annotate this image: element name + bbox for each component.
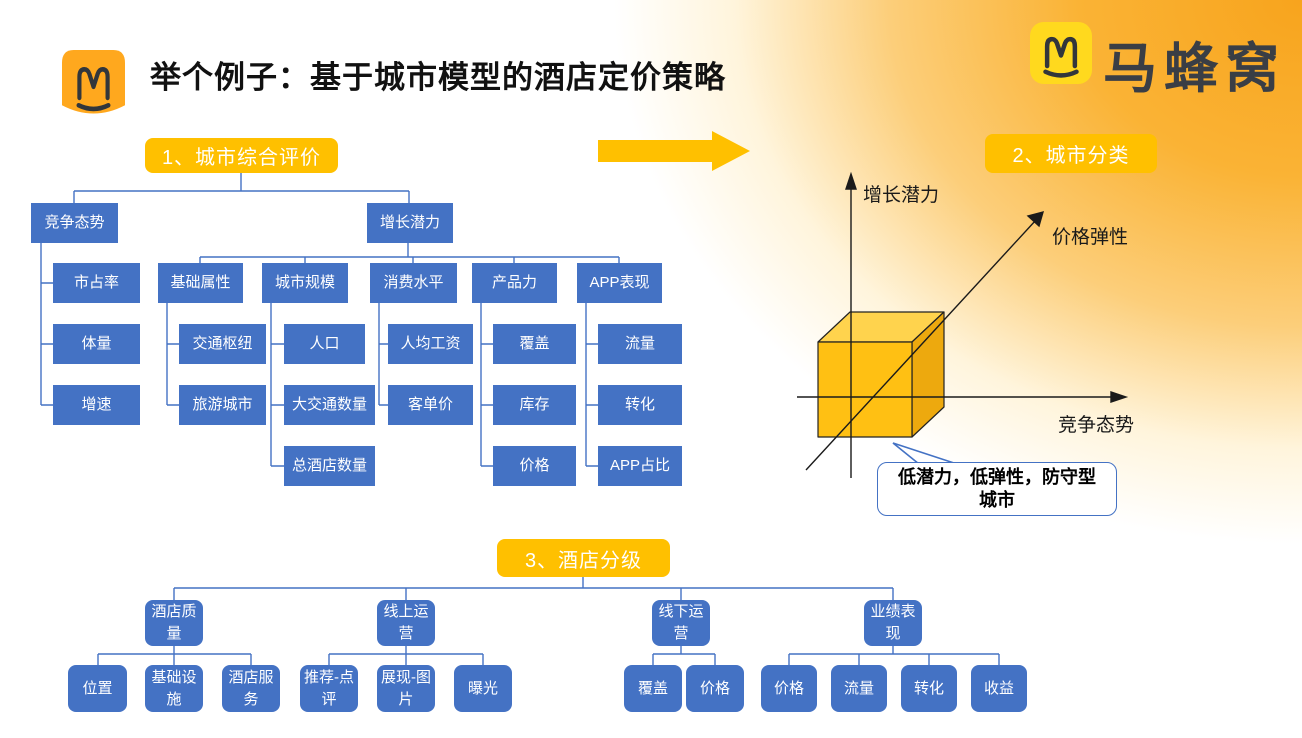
tree1-node-hotel-count: 总酒店数量	[284, 446, 375, 486]
brand-name: 马蜂窝	[1103, 39, 1286, 99]
tree3-node-quality: 酒店质量	[145, 600, 203, 646]
tree1-node-consumption: 消费水平	[370, 263, 457, 303]
tree1-node-product: 产品力	[472, 263, 557, 303]
tree1-node-population: 人口	[284, 324, 365, 364]
tree3-node-perf-conversion: 转化	[901, 665, 957, 712]
tree3-node-perf-revenue: 收益	[971, 665, 1027, 712]
callout-line1: 低潜力，低弹性，防守型	[898, 466, 1096, 487]
tree3-node-price: 价格	[686, 665, 744, 712]
tree1-node-volume: 体量	[53, 324, 140, 364]
tree1-node-app-share: APP占比	[598, 446, 682, 486]
page-title: 举个例子：基于城市模型的酒店定价策略	[150, 60, 726, 95]
callout-line2: 城市	[979, 490, 1015, 510]
tree3-node-performance: 业绩表现	[864, 600, 922, 646]
mafengwo-square-logo-icon	[1030, 22, 1092, 84]
section1-title-badge: 1、城市综合评价	[145, 138, 338, 173]
tree1-node-growth: 增长潜力	[367, 203, 453, 243]
tree3-node-facility: 基础设施	[145, 665, 203, 712]
tree1-node-coverage: 覆盖	[493, 324, 576, 364]
tree3-node-perf-traffic: 流量	[831, 665, 887, 712]
tree1-node-traffic: 流量	[598, 324, 682, 364]
tree3-node-review: 推荐-点评	[300, 665, 358, 712]
tree1-node-app: APP表现	[577, 263, 662, 303]
cube-right-face	[911, 311, 945, 438]
section2-title-badge: 2、城市分类	[985, 134, 1157, 173]
tree1-node-transport-hub: 交通枢纽	[179, 324, 266, 364]
tree1-node-tourism-city: 旅游城市	[179, 385, 266, 425]
z-axis	[805, 219, 1037, 471]
tree3-node-display: 展现-图片	[377, 665, 435, 712]
mafengwo-banner-logo-icon	[62, 50, 125, 114]
tree1-node-growth-rate: 增速	[53, 385, 140, 425]
tree3-node-coverage: 覆盖	[624, 665, 682, 712]
tree1-node-competition: 竞争态势	[31, 203, 118, 243]
tree1-node-transport-count: 大交通数量	[284, 385, 375, 425]
cube-top-face	[817, 311, 945, 343]
tree1-node-avg-salary: 人均工资	[388, 324, 473, 364]
tree3-node-offline: 线下运营	[652, 600, 710, 646]
section3-title-badge: 3、酒店分级	[497, 539, 670, 577]
axis-label-growth: 增长潜力	[863, 185, 940, 206]
tree1-node-price: 价格	[493, 446, 576, 486]
axis-label-elasticity: 价格弹性	[1052, 227, 1129, 248]
tree3-node-location: 位置	[68, 665, 127, 712]
tree3-node-exposure: 曝光	[454, 665, 512, 712]
tree1-node-market-share: 市占率	[53, 263, 140, 303]
tree1-node-inventory: 库存	[493, 385, 576, 425]
tree1-node-city-scale: 城市规模	[262, 263, 348, 303]
tree1-node-unit-price: 客单价	[388, 385, 473, 425]
tree1-node-basic-attr: 基础属性	[158, 263, 243, 303]
tree3-node-perf-price: 价格	[761, 665, 817, 712]
tree3-node-online: 线上运营	[377, 600, 435, 646]
transition-arrow	[598, 131, 750, 171]
cube-front-face	[817, 341, 913, 438]
callout-tail	[892, 442, 958, 465]
axis-label-competition: 竞争态势	[1058, 415, 1135, 436]
tree1-node-conversion: 转化	[598, 385, 682, 425]
city-type-callout: 低潜力，低弹性，防守型 城市	[877, 462, 1117, 516]
tree3-node-service: 酒店服务	[222, 665, 280, 712]
